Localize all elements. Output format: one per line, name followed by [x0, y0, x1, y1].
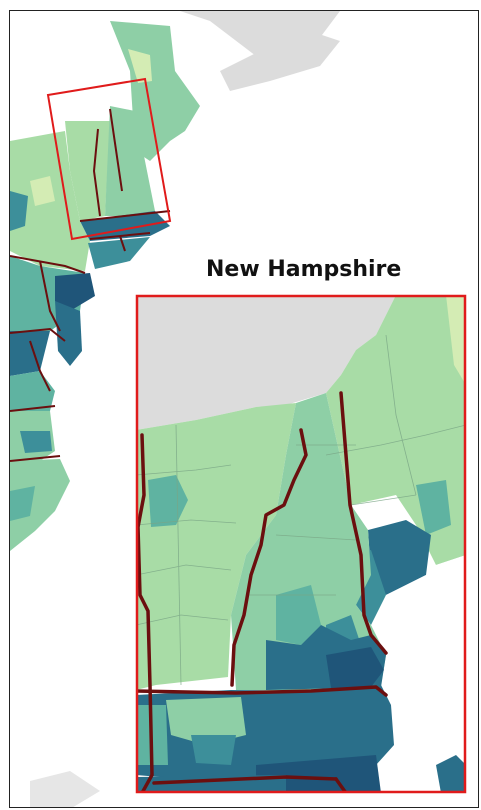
inset-mass-light	[166, 697, 246, 745]
overview-ny-dark	[10, 191, 28, 231]
overview-conn-ri	[88, 237, 150, 269]
overview-vermont	[65, 121, 110, 221]
inset-title: New Hampshire	[206, 257, 402, 282]
inset-mass-mid2	[191, 735, 236, 765]
overview-nyc-area	[55, 273, 95, 311]
inset-maine-mid	[416, 480, 451, 535]
inset-mass-darker	[256, 755, 381, 793]
inset-canada	[136, 295, 396, 430]
inset-county-borders	[136, 334, 466, 686]
overview-canada	[10, 11, 340, 59]
overview-va-dark	[20, 431, 52, 453]
overview-ny-light	[30, 176, 55, 206]
inset-maine-edge	[446, 295, 466, 385]
overview-maine-light	[128, 49, 152, 83]
inset-maine-dark	[368, 520, 431, 595]
overview-pa-dark	[10, 331, 50, 376]
overview-nc-dark	[10, 486, 35, 521]
inset-cape	[436, 755, 466, 793]
map-svg	[10, 11, 467, 808]
overview-highlight-rectangle[interactable]	[46, 77, 172, 241]
inset-nh-mid	[276, 585, 321, 645]
inset-border	[135, 294, 467, 794]
overview-maryland-delaware	[10, 371, 55, 416]
inset-state-borders	[136, 391, 388, 793]
inset-nh-darker	[326, 647, 384, 688]
inset-map[interactable]	[135, 294, 467, 794]
overview-north-carolina	[10, 459, 70, 551]
map-frame: New Hampshire	[9, 10, 479, 808]
overview-state-borders	[10, 108, 171, 462]
overview-gray-bottom	[30, 771, 100, 807]
overview-new-jersey	[55, 301, 82, 366]
overview-new-hampshire	[105, 106, 155, 216]
overview-map[interactable]	[10, 11, 340, 808]
inset-vermont	[136, 403, 296, 690]
overview-nova-scotia	[220, 31, 340, 91]
inset-ocean	[384, 555, 466, 765]
